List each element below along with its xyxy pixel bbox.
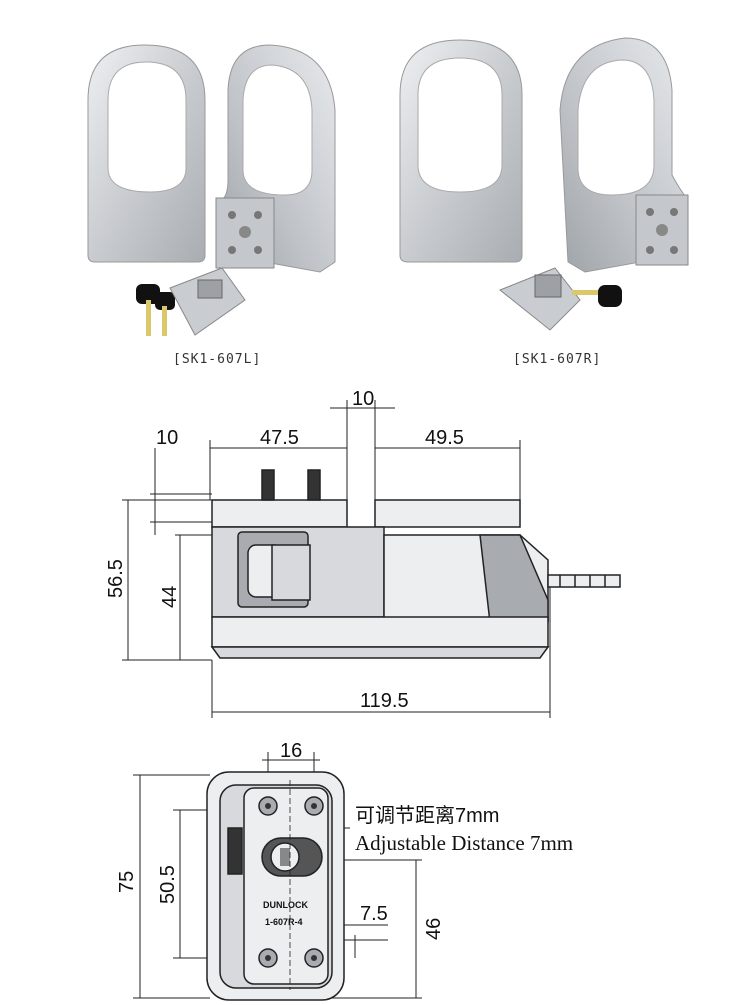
top-lock-body bbox=[206, 771, 345, 1001]
plate-text-1: DUNLOCK bbox=[263, 900, 308, 910]
adjustable-note-en: Adjustable Distance 7mm bbox=[355, 831, 573, 855]
front-lock-body bbox=[210, 469, 621, 659]
product-label-right: [SK1-607R] bbox=[513, 352, 602, 367]
top-view-drawing: DUNLOCK 1-607R-4 16 7.5 75 50.5 46 可调节距离… bbox=[116, 740, 573, 1001]
front-view-drawing: 10 10 47.5 49.5 119.5 56.5 44 bbox=[105, 388, 621, 718]
dim-75: 75 bbox=[116, 871, 138, 893]
product-label-left: [SK1-607L] bbox=[173, 352, 262, 367]
product-photos bbox=[87, 37, 689, 336]
dim-47-5: 47.5 bbox=[260, 427, 299, 449]
dim-44: 44 bbox=[159, 586, 181, 608]
right-handle-rear bbox=[559, 37, 689, 273]
dim-10-top: 10 bbox=[352, 388, 374, 410]
dim-119-5: 119.5 bbox=[360, 690, 409, 712]
dim-10-left: 10 bbox=[156, 427, 178, 449]
dim-49-5: 49.5 bbox=[425, 427, 464, 449]
dim-16: 16 bbox=[280, 740, 302, 762]
adjustable-note-cn: 可调节距离7mm bbox=[355, 804, 499, 827]
dim-46: 46 bbox=[423, 918, 445, 940]
right-keys bbox=[572, 285, 622, 307]
left-handle-plate bbox=[87, 44, 206, 263]
left-handle-rear bbox=[215, 44, 336, 273]
left-strike-plate bbox=[169, 267, 246, 336]
dim-50-5: 50.5 bbox=[157, 865, 179, 904]
left-keys bbox=[136, 284, 175, 336]
right-strike-plate bbox=[499, 267, 581, 331]
plate-text-2: 1-607R-4 bbox=[265, 917, 303, 927]
dim-7-5: 7.5 bbox=[360, 903, 388, 925]
dim-56-5: 56.5 bbox=[105, 559, 127, 598]
right-handle-plate bbox=[399, 39, 523, 263]
